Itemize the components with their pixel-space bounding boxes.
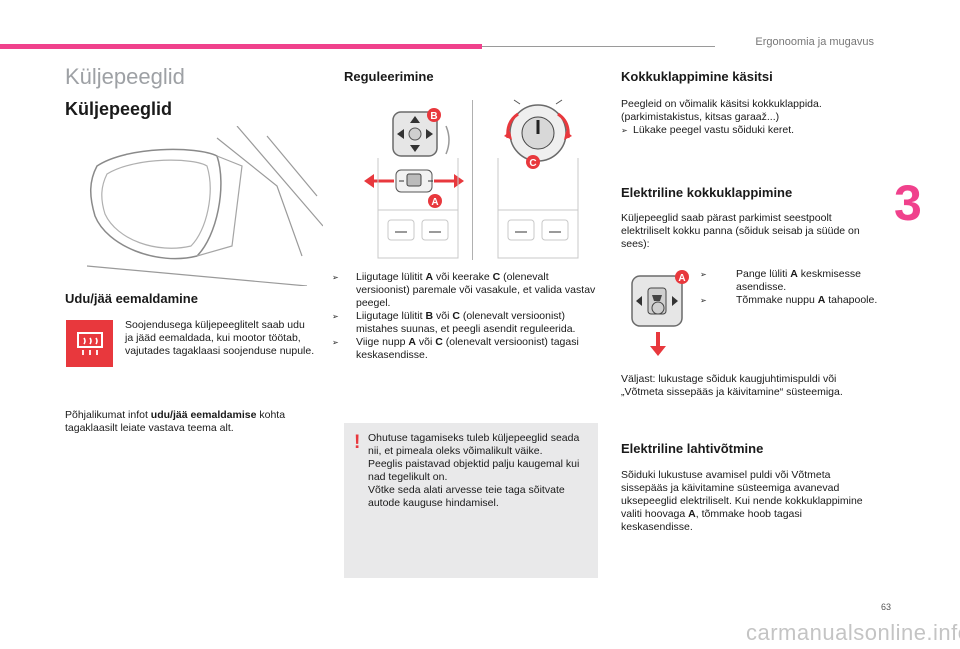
defrost-heading: Udu/jää eemaldamine (65, 291, 198, 306)
electric-fold-heading: Elektriline kokkuklappimine (621, 185, 793, 200)
manual-fold-step: ➢Lükake peegel vastu sõiduki keret. (621, 124, 795, 136)
defrost-info-bold: udu/jää eemaldamise (150, 409, 257, 421)
section-title: Ergonoomia ja mugavus (755, 36, 874, 48)
manual-fold-heading: Kokkuklappimine käsitsi (621, 69, 773, 84)
adjust-heading: Reguleerimine (344, 69, 434, 84)
page-title: Küljepeeglid (65, 64, 185, 89)
label-b-badge (427, 108, 441, 122)
figure-divider (472, 100, 473, 260)
label-a-badge (428, 194, 442, 208)
label-a: A (431, 197, 438, 208)
adjust-step-1: ➢Liigutage lülitit A või keerake C (olen… (332, 271, 596, 309)
electric-fold-text: Küljepeeglid saab pärast parkimist seest… (621, 212, 860, 250)
defrost-info-post: kohta tagaklaasilt leiate vastava teema … (65, 409, 286, 434)
fold-switch-illustration: A (631, 270, 689, 356)
safety-warning-text: Ohutuse tagamiseks tuleb küljepeeglid se… (368, 432, 580, 509)
safety-warning-box (344, 423, 598, 578)
label-c: C (529, 158, 536, 169)
label-b: B (430, 111, 437, 122)
label-c-badge (526, 155, 540, 169)
fold-label-a-badge (675, 270, 689, 284)
defrost-text: Soojendusega küljepeeglitelt saab udu ja… (125, 319, 315, 357)
mirror-controls-illustration: B A C (364, 99, 579, 259)
electric-fold-step-2: ➢Tõmmake nuppu A tahapoole. (700, 294, 878, 306)
electric-unfold-text: Sõiduki lukustuse avamisel puldi või Võt… (621, 469, 863, 533)
side-mirror-illustration (86, 126, 323, 286)
electric-fold-step-1: ➢Pange lüliti A keskmisesse asendisse. (700, 268, 861, 293)
adjust-step-3: ➢Viige nupp A või C (olenevalt versiooni… (332, 336, 579, 361)
chapter-number: 3 (894, 175, 922, 231)
rear-defrost-button-icon (66, 320, 113, 367)
header-accent-bar (0, 44, 482, 49)
electric-fold-steps: ➢Pange lüliti A keskmisesse asendisse. ➢… (700, 268, 878, 307)
fold-label-a: A (678, 273, 685, 284)
defrost-info-pre: Põhjalikumat infot (65, 409, 151, 421)
defrost-info: Põhjalikumat infot udu/jää eemaldamise k… (65, 409, 327, 435)
adjust-instructions: ➢Liigutage lülitit A või keerake C (olen… (332, 271, 598, 362)
page-subtitle: Küljepeeglid (65, 99, 173, 119)
page-number: 63 (881, 602, 892, 612)
outside-fold-text: Väljast: lukustage sõiduk kaugjuhtimispu… (621, 373, 843, 398)
header-rule (482, 46, 715, 47)
warning-icon: ! (354, 432, 361, 453)
electric-unfold-heading: Elektriline lahtivõtmine (621, 441, 764, 456)
adjust-step-2: ➢Liigutage lülitit B või C (olenevalt ve… (332, 310, 576, 335)
watermark: carmanualsonline.info (746, 620, 960, 645)
manual-fold-text: Peegleid on võimalik käsitsi kokkuklappi… (621, 98, 822, 123)
